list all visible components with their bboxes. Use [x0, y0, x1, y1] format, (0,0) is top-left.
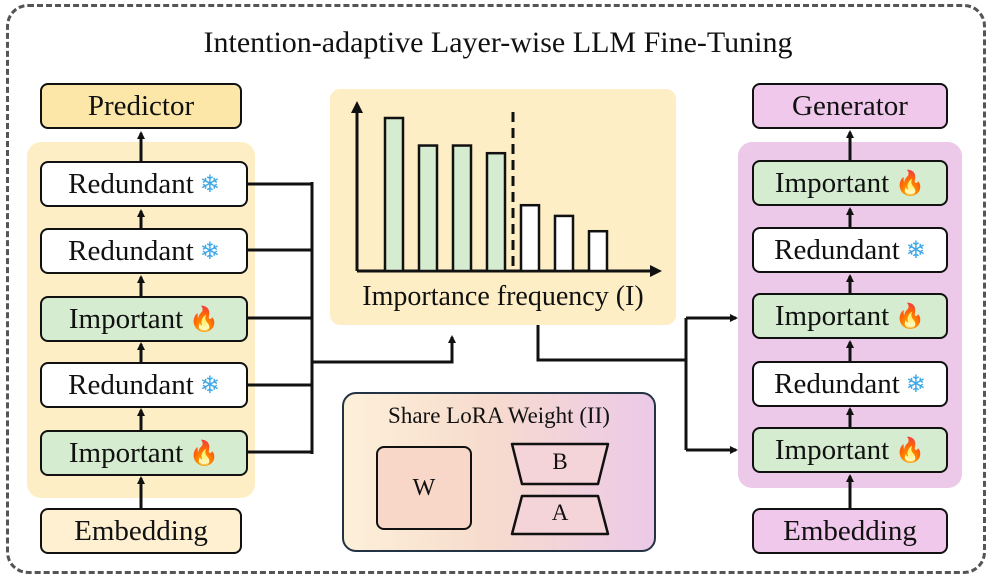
lora-a-label: A	[551, 500, 569, 525]
layer-label: Redundant	[68, 368, 194, 401]
fire-icon: 🔥	[895, 302, 926, 330]
layer-label: Important	[774, 166, 890, 199]
snowflake-icon: ❄	[199, 371, 220, 399]
generator-label: Generator	[792, 89, 908, 122]
snowflake-icon: ❄	[905, 236, 926, 264]
right-layer-4: Redundant ❄	[752, 361, 948, 407]
right-layer-2: Redundant ❄	[752, 227, 948, 273]
left-layer-3: Important 🔥	[40, 296, 248, 342]
chart-bar-2	[417, 144, 439, 273]
layer-label: Redundant	[68, 234, 194, 267]
outer-dashed-frame	[6, 4, 986, 574]
snowflake-icon: ❄	[905, 370, 926, 398]
layer-label: Important	[774, 299, 890, 332]
predictor-box: Predictor	[40, 83, 242, 129]
chart-bar-3	[451, 144, 473, 273]
fire-icon: 🔥	[189, 439, 220, 467]
layer-label: Redundant	[68, 167, 194, 200]
right-layer-1: Important 🔥	[752, 160, 948, 206]
chart-bar-7	[587, 229, 609, 273]
snowflake-icon: ❄	[199, 170, 220, 198]
fire-icon: 🔥	[895, 169, 926, 197]
right-layer-5: Important 🔥	[752, 427, 948, 473]
embedding-label: Embedding	[783, 514, 917, 547]
lora-b-label: B	[552, 449, 568, 474]
diagram-title: Intention-adaptive Layer-wise LLM Fine-T…	[203, 26, 793, 59]
lora-title: Share LoRA Weight (II)	[388, 403, 610, 428]
snowflake-icon: ❄	[199, 237, 220, 265]
layer-label: Redundant	[774, 367, 900, 400]
left-embedding-box: Embedding	[40, 508, 242, 554]
predictor-label: Predictor	[87, 89, 195, 122]
chart-bar-1	[383, 116, 405, 273]
chart-x-axis-arrow	[650, 265, 662, 277]
left-layer-2: Redundant ❄	[40, 228, 248, 274]
fire-icon: 🔥	[895, 436, 926, 464]
chart-bar-6	[553, 214, 575, 273]
left-layer-1: Redundant ❄	[40, 161, 248, 207]
weight-w-box: W	[376, 446, 472, 530]
lora-a-trapezoid	[510, 494, 610, 536]
lora-b-trapezoid	[510, 442, 610, 486]
weight-w-label: W	[412, 474, 436, 501]
generator-box: Generator	[752, 83, 948, 129]
right-embedding-box: Embedding	[752, 508, 948, 554]
embedding-label: Embedding	[74, 514, 208, 547]
left-layer-4: Redundant ❄	[40, 362, 248, 408]
chart-bar-4	[485, 151, 507, 273]
layer-label: Important	[68, 436, 184, 469]
left-layer-5: Important 🔥	[40, 430, 248, 476]
chart-y-axis-arrow	[351, 101, 363, 113]
right-layer-3: Important 🔥	[752, 293, 948, 339]
fire-icon: 🔥	[189, 305, 220, 333]
layer-label: Important	[68, 302, 184, 335]
chart-bar-5	[519, 203, 541, 273]
chart-caption: Importance frequency (I)	[362, 281, 644, 312]
layer-label: Important	[774, 433, 890, 466]
layer-label: Redundant	[774, 233, 900, 266]
